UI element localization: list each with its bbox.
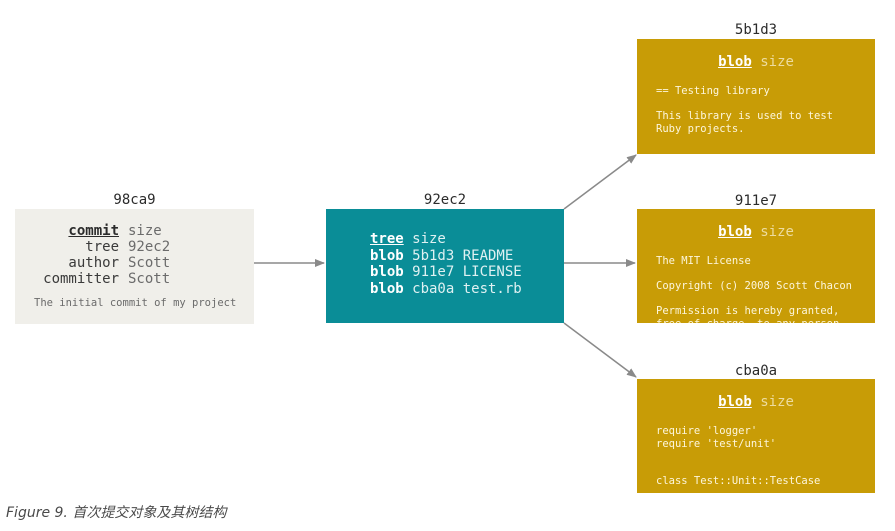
tree-entry-kind: blob <box>370 280 404 297</box>
tree-entry-kind: tree <box>370 231 404 247</box>
commit-message: The initial commit of my project <box>34 297 237 309</box>
blob-object-box: blob size == Testing library This librar… <box>637 39 875 154</box>
commit-value: Scott <box>128 255 171 271</box>
commit-row: tree 92ec2 <box>15 239 254 255</box>
blob-content: == Testing library This library is used … <box>656 85 834 135</box>
tree-entry-kind: blob <box>370 264 404 280</box>
commit-row: committer Scott <box>15 271 254 287</box>
commit-value: 92ec2 <box>128 239 171 255</box>
blob-size: size <box>760 224 794 240</box>
blob-hash-label: cba0a <box>734 363 778 379</box>
blob-object-box: blob size require 'logger' require 'test… <box>637 379 875 493</box>
blob-hash-label: 5b1d3 <box>734 22 778 38</box>
tree-entry-detail: size <box>403 231 446 247</box>
blob-size: size <box>760 394 794 410</box>
blob-kind: blob <box>718 224 752 240</box>
tree-entry-detail: 911e7 LICENSE <box>403 264 522 280</box>
tree-entry: blob 911e7 LICENSE <box>370 264 522 281</box>
arrow-tree-to-blob-5b1d3 <box>563 154 637 210</box>
commit-object-box: commit size tree 92ec2 author Scott comm… <box>15 209 254 324</box>
commit-row: author Scott <box>15 255 254 271</box>
blob-header: blob size <box>637 224 875 240</box>
commit-fields: commit size tree 92ec2 author Scott comm… <box>15 223 254 287</box>
blob-object-box: blob size The MIT License Copyright (c) … <box>637 209 875 323</box>
tree-object-box: tree size blob 5b1d3 README blob 911e7 L… <box>326 209 564 323</box>
blob-size: size <box>760 54 794 70</box>
figure-caption: Figure 9. 首次提交对象及其树结构 <box>6 505 227 521</box>
blob-header: blob size <box>637 394 875 410</box>
tree-entry-detail: cba0a test.rb <box>403 280 522 297</box>
blob-content: The MIT License Copyright (c) 2008 Scott… <box>656 255 852 323</box>
tree-entries: tree size blob 5b1d3 README blob 911e7 L… <box>370 231 522 297</box>
commit-key: committer <box>43 271 119 287</box>
arrow-tree-to-blob-cba0a <box>563 322 637 378</box>
blob-kind: blob <box>718 54 752 70</box>
tree-entry: tree size <box>370 231 522 248</box>
commit-key: commit <box>68 223 119 239</box>
blob-kind: blob <box>718 394 752 410</box>
commit-row: commit size <box>15 223 254 239</box>
tree-entry-kind: blob <box>370 247 404 264</box>
commit-key: author <box>68 255 119 271</box>
commit-value: Scott <box>128 271 171 287</box>
commit-key: tree <box>85 239 119 255</box>
blob-content: require 'logger' require 'test/unit' cla… <box>656 425 821 487</box>
tree-entry: blob cba0a test.rb <box>370 281 522 298</box>
blob-hash-label: 911e7 <box>734 193 778 209</box>
commit-hash-label: 98ca9 <box>113 192 156 208</box>
commit-value: size <box>128 223 162 239</box>
tree-entry-detail: 5b1d3 README <box>403 247 514 264</box>
blob-header: blob size <box>637 54 875 70</box>
tree-hash-label: 92ec2 <box>423 192 467 208</box>
tree-entry: blob 5b1d3 README <box>370 248 522 265</box>
